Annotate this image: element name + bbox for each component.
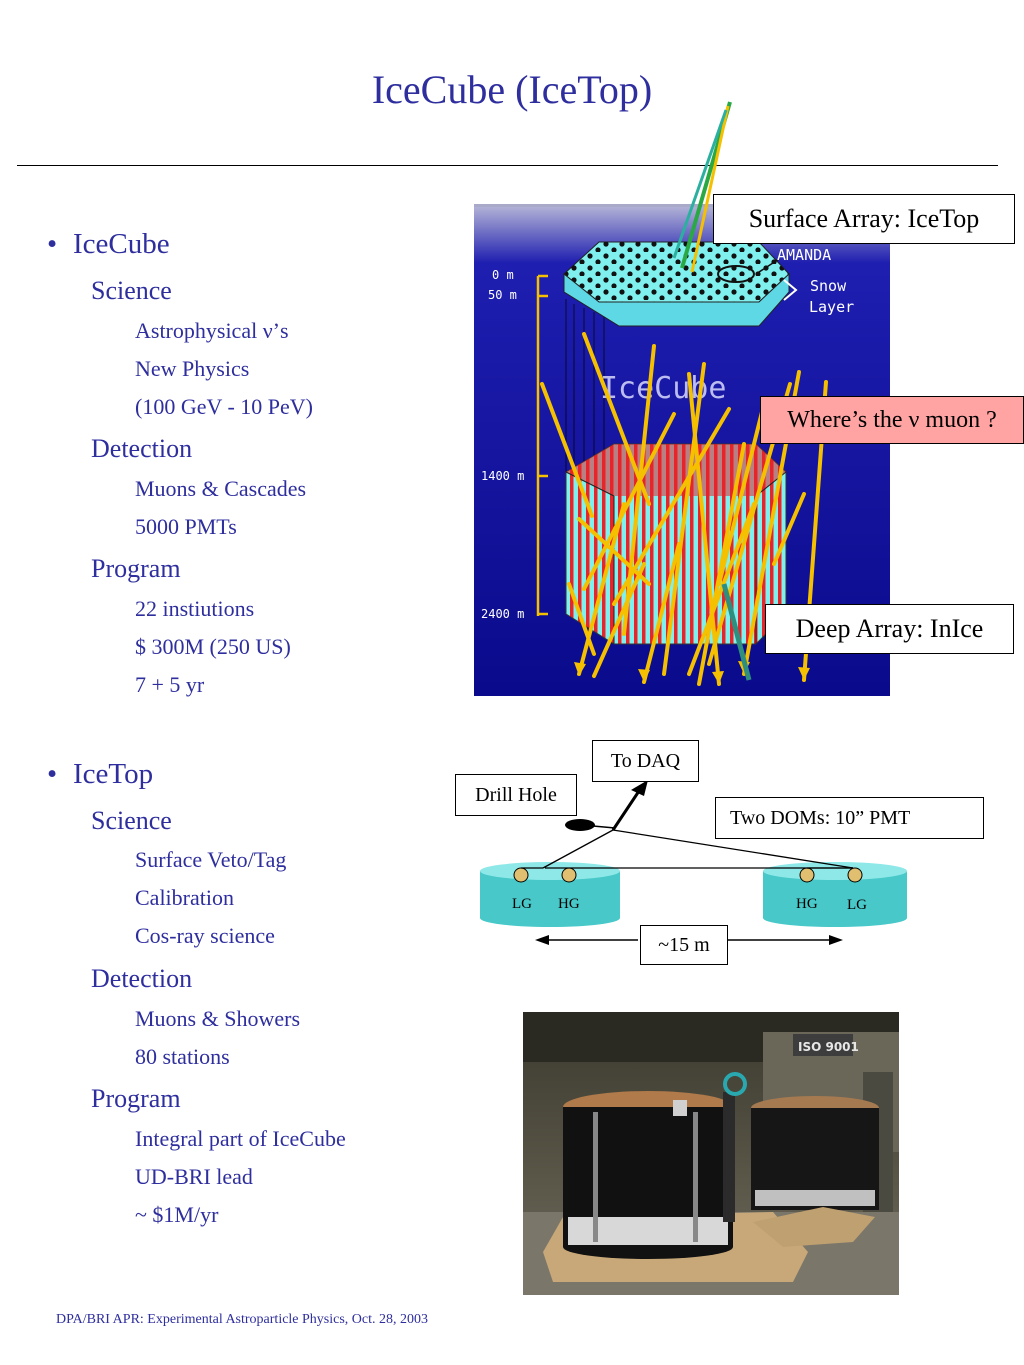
icetop-tanks-photo: ISO 9001	[523, 1012, 899, 1295]
dom-icon	[799, 867, 815, 883]
dom-icon	[561, 867, 577, 883]
icetop-science-item: Calibration	[135, 885, 234, 910]
icetop-detection-label: Detection	[91, 964, 193, 993]
distance-label: ~15 m	[640, 925, 728, 965]
callout-neutrino-muon: Where’s the ν muon ?	[760, 396, 1024, 444]
icecube-science-label: Science	[91, 276, 172, 305]
icetop-tank-diagram: LG HG HG LG	[480, 780, 907, 945]
snow-arrow-icon	[783, 279, 798, 301]
right-tank-hg-label: HG	[796, 896, 818, 912]
to-daq-arrow-icon	[631, 780, 648, 796]
two-doms-label: Two DOMs: 10” PMT	[715, 797, 984, 839]
icecube-detector-figure: 0 m 50 m 1400 m 2400 m AMANDA Snow Layer…	[474, 204, 890, 696]
drill-hole-icon	[565, 819, 595, 831]
depth-label-50: 50 m	[488, 288, 517, 302]
icetop-program-item: UD-BRI lead	[135, 1164, 253, 1189]
dom-icon	[513, 867, 529, 883]
air-shower-lines	[672, 101, 732, 273]
icecube-science-item: (100 GeV - 10 PeV)	[135, 394, 314, 419]
icecube-label: IceCube	[600, 371, 726, 406]
footer-text: DPA/BRI APR: Experimental Astroparticle …	[56, 1312, 429, 1327]
snow-label-1: Snow	[810, 277, 847, 295]
depth-label-0: 0 m	[492, 268, 514, 282]
icecube-detection-item: 5000 PMTs	[135, 514, 237, 539]
icetop-science-item: Cos-ray science	[135, 923, 275, 948]
icetop-detection-item: Muons & Showers	[135, 1006, 301, 1031]
drill-hole-label: Drill Hole	[455, 774, 577, 816]
title-divider	[17, 165, 998, 166]
icetop-program-item: Integral part of IceCube	[135, 1126, 346, 1151]
icecube-program-label: Program	[91, 554, 181, 583]
snow-label-2: Layer	[809, 298, 854, 316]
icecube-program-item: $ 300M (250 US)	[135, 634, 291, 659]
icetop-science-label: Science	[91, 806, 172, 835]
icetop-program-item: ~ $1M/yr	[135, 1202, 219, 1227]
icetop-program-label: Program	[91, 1084, 181, 1113]
icecube-detection-item: Muons & Cascades	[135, 476, 307, 501]
icecube-program-item: 22 instiutions	[135, 596, 255, 621]
icecube-science-item: New Physics	[135, 356, 250, 381]
iso-sign	[793, 1034, 853, 1056]
left-tank-lg-label: LG	[512, 896, 532, 912]
icecube-heading: •IceCube	[47, 228, 170, 260]
amanda-label: AMANDA	[777, 246, 831, 264]
callout-surface-array: Surface Array: IceTop	[713, 194, 1015, 244]
depth-label-1400: 1400 m	[481, 469, 524, 483]
callout-deep-array: Deep Array: InIce	[765, 604, 1014, 654]
icecube-program-item: 7 + 5 yr	[135, 672, 205, 697]
icecube-science-item: Astrophysical ν’s	[135, 318, 289, 343]
depth-label-2400: 2400 m	[481, 607, 524, 621]
left-tank-hg-label: HG	[558, 896, 580, 912]
amanda-marker	[717, 265, 755, 283]
depth-scale	[536, 274, 548, 616]
iso-sign-text: ISO 9001	[798, 1040, 859, 1054]
icetop-detection-item: 80 stations	[135, 1044, 230, 1069]
icetop-science-item: Surface Veto/Tag	[135, 847, 287, 872]
dom-icon	[847, 867, 863, 883]
right-tank-lg-label: LG	[847, 897, 867, 913]
to-daq-label: To DAQ	[592, 740, 699, 782]
icetop-heading: •IceTop	[47, 758, 154, 790]
muon-tracks	[540, 332, 828, 686]
icecube-detection-label: Detection	[91, 434, 193, 463]
page-title: IceCube (IceTop)	[371, 67, 653, 112]
